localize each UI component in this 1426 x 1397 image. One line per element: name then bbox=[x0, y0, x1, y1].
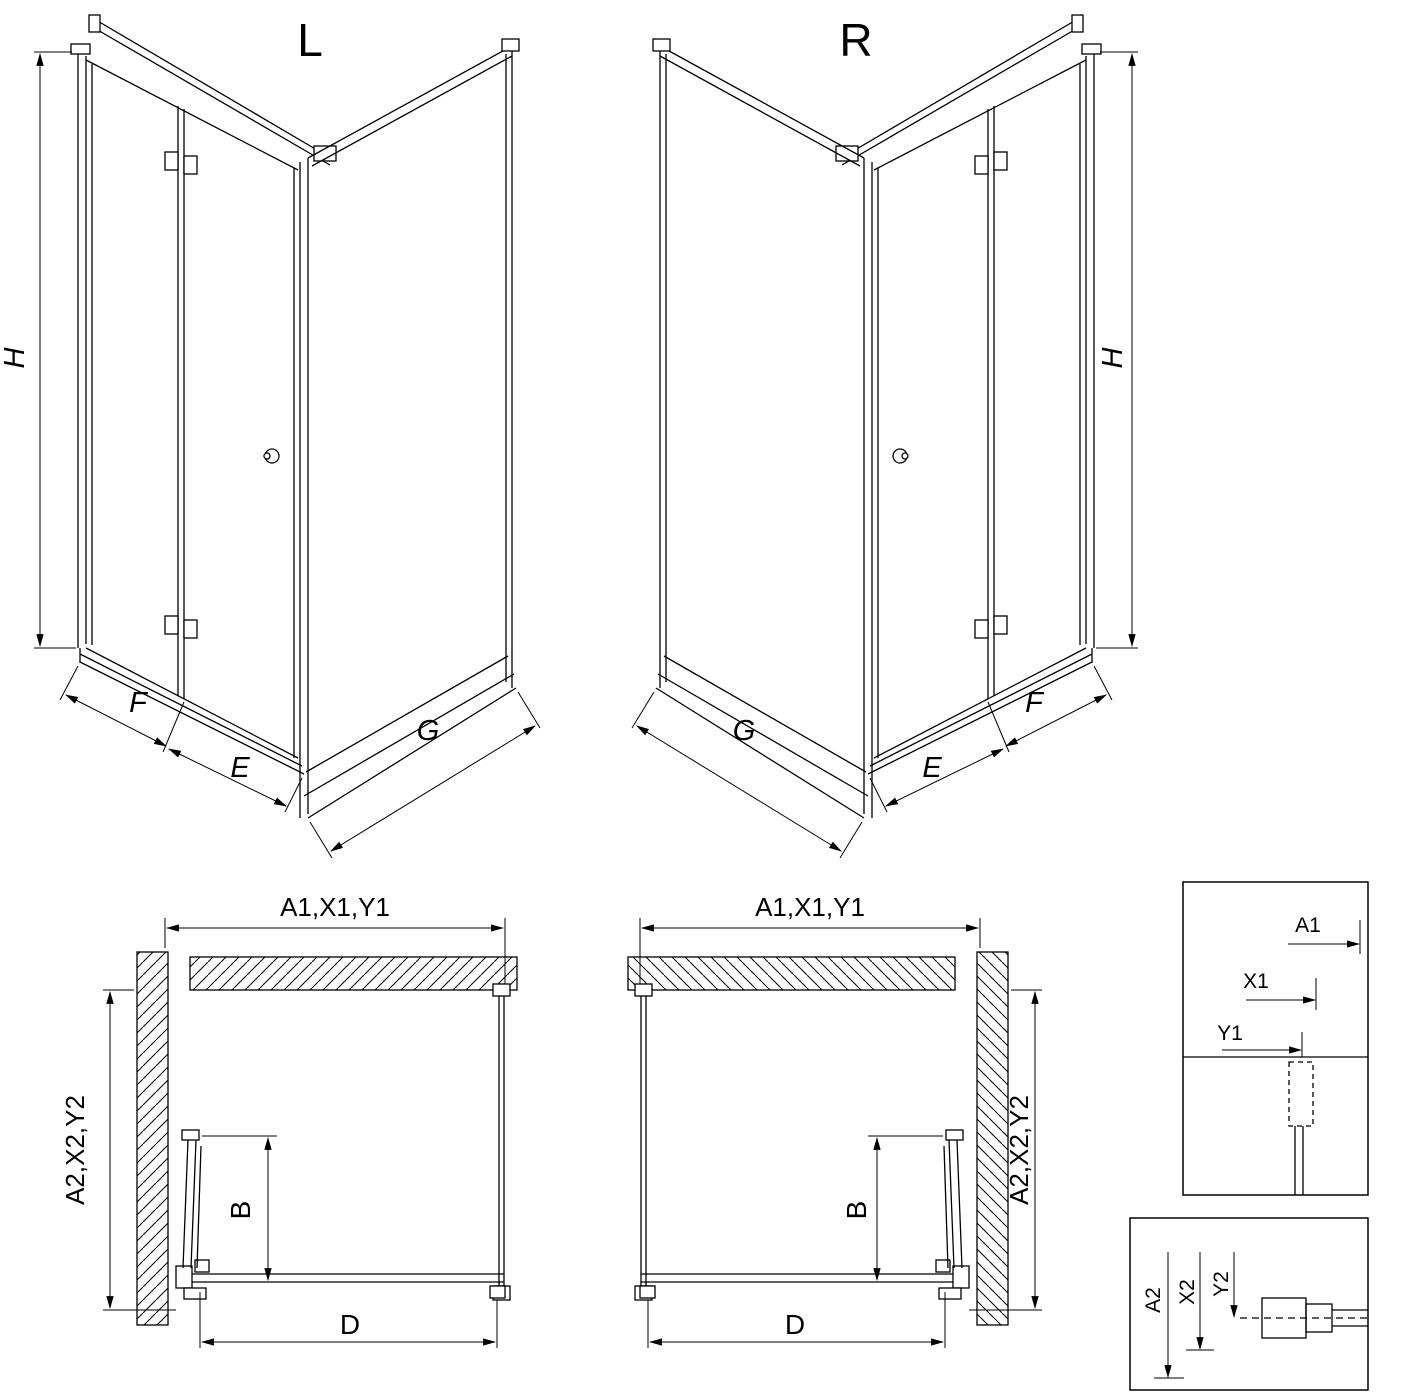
dim-label-b-right: B bbox=[841, 1201, 872, 1220]
detail-label-y2: Y2 bbox=[1210, 1271, 1233, 1297]
plan-drawing-right bbox=[628, 918, 1042, 1348]
dim-label-entry-left: E bbox=[230, 752, 250, 784]
enclosure-drawing-left bbox=[34, 15, 540, 858]
detail-label-x2: X2 bbox=[1176, 1279, 1199, 1305]
dim-label-a1-left: A1,X1,Y1 bbox=[280, 892, 390, 922]
enclosure-drawing-right bbox=[632, 15, 1138, 858]
dim-label-d-right: D bbox=[785, 1309, 805, 1340]
iso-view-right: R H G E F bbox=[632, 14, 1138, 858]
detail-label-a1: A1 bbox=[1295, 914, 1321, 937]
detail-horizontal-section: A1 X1 Y1 bbox=[1182, 881, 1369, 1196]
dim-label-door-right: F bbox=[1025, 687, 1045, 719]
plan-drawing-left bbox=[103, 918, 517, 1348]
dim-label-side-right: G bbox=[733, 715, 756, 747]
detail-label-y1: Y1 bbox=[1217, 1022, 1243, 1045]
dim-label-height-left: H bbox=[0, 347, 31, 368]
dim-label-entry-right: E bbox=[922, 752, 942, 784]
variant-label-right: R bbox=[839, 14, 872, 66]
detail-label-a2: A2 bbox=[1142, 1287, 1165, 1313]
detail-label-x1: X1 bbox=[1243, 970, 1269, 993]
dim-label-d-left: D bbox=[340, 1309, 360, 1340]
dim-label-b-left: B bbox=[225, 1201, 256, 1220]
dim-label-height-right: H bbox=[1097, 347, 1129, 368]
dim-label-a1-right: A1,X1,Y1 bbox=[755, 892, 865, 922]
iso-view-left: L H F E G bbox=[0, 14, 540, 858]
dim-label-a2-left: A2,X2,Y2 bbox=[60, 1095, 90, 1205]
detail-vertical-section: A2 X2 Y2 bbox=[1129, 1217, 1369, 1391]
variant-label-left: L bbox=[297, 14, 323, 66]
dim-label-side-left: G bbox=[417, 715, 440, 747]
plan-view-left: A1,X1,Y1 A2,X2,Y2 B D bbox=[60, 892, 517, 1348]
dim-label-door-left: F bbox=[129, 687, 149, 719]
plan-view-right: A1,X1,Y1 A2,X2,Y2 B D bbox=[628, 892, 1042, 1348]
dim-label-a2-right: A2,X2,Y2 bbox=[1004, 1095, 1034, 1205]
